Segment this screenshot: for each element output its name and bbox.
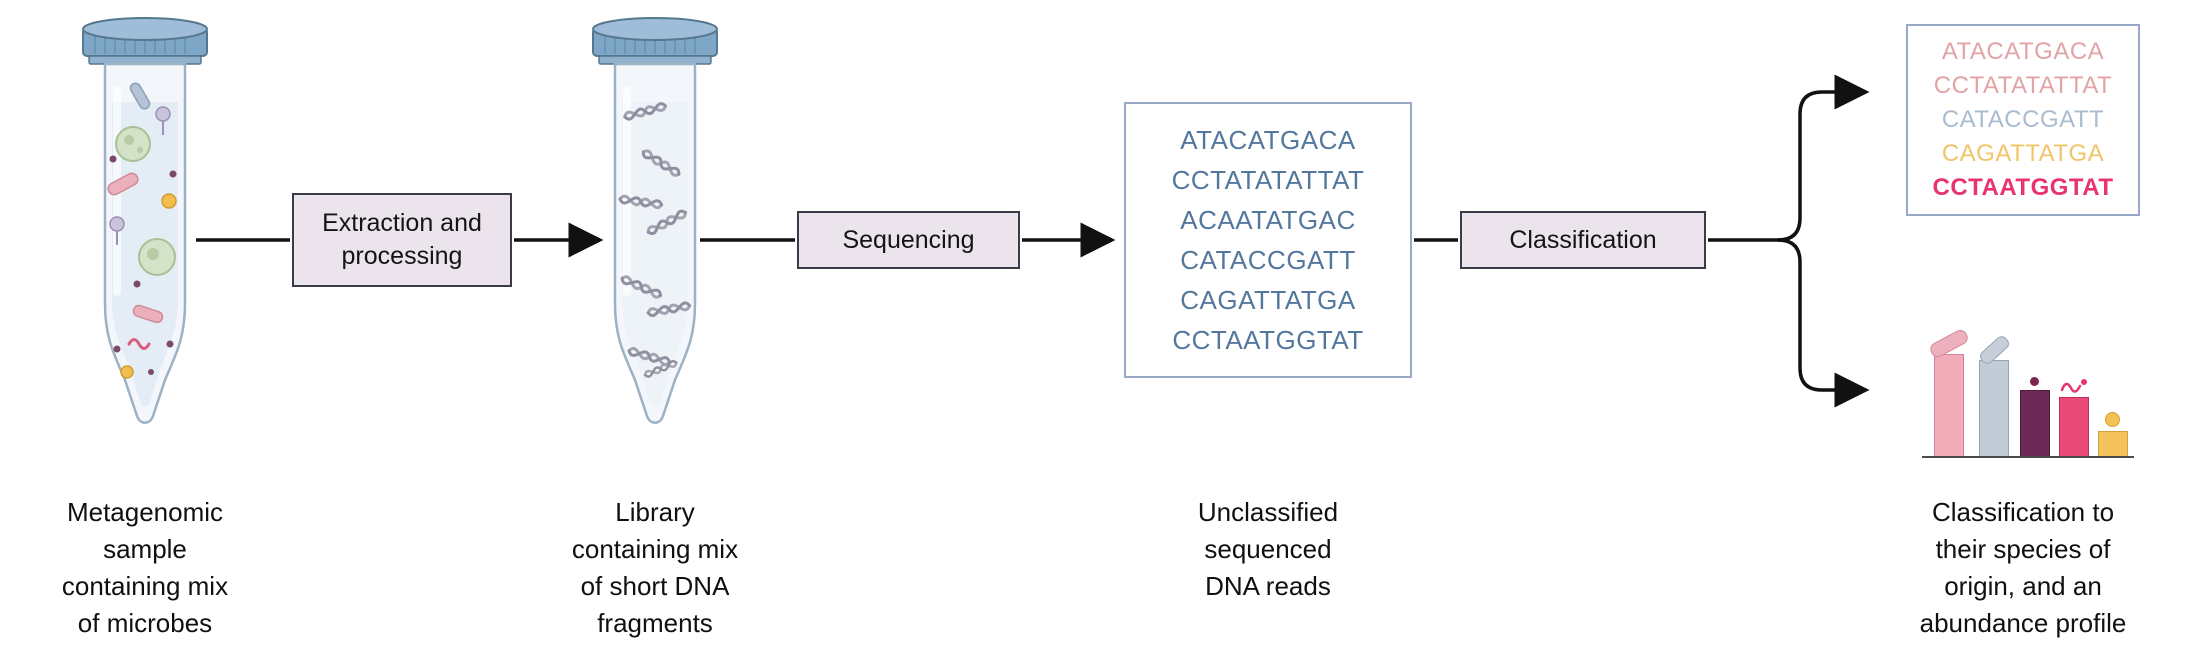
abundance-bar-group [1977,300,2011,458]
dna-read: CCTATATATTAT [1171,165,1365,195]
magenta-spiral-microbe-icon [2060,379,2087,393]
caption-classification-output: Classification to their species of origi… [1919,497,2127,638]
classified-dna-read: CATACCGATT [1941,106,2105,133]
arrow-branch-to-abundance-profile [1777,238,1870,408]
abundance-bar [1933,354,1964,458]
classified-reads-box: ATACATGACA CCTATATATTAT CATACCGATT CAGAT… [1906,24,2140,216]
yellow-dot-microbe-icon [2105,412,2120,427]
abundance-bar-group [2058,300,2089,458]
tube-cap-icon [592,17,718,65]
abundance-bar-group [1927,300,1970,458]
abundance-bar-group [2097,300,2128,458]
microbe-mix-illustration [107,82,177,379]
extraction-processing-box: Extraction and processing [292,193,512,287]
classified-dna-read: ATACATGACA [1941,38,2105,65]
glass-highlight [623,86,631,296]
classified-dna-read: CCTATATATTAT [1933,72,2113,99]
classified-dna-read: CCTAATGGTAT [1932,174,2114,201]
arrow-branch-to-classified-reads [1777,74,1870,242]
caption-metagenomic-sample: Metagenomic sample containing mix of mic… [61,497,229,638]
dna-read: CCTAATGGTAT [1172,325,1364,355]
chart-baseline [1922,456,2134,458]
sequencing-box: Sequencing [797,211,1020,269]
abundance-bar [1979,360,2009,458]
classified-dna-read: CAGATTATGA [1941,140,2105,167]
unclassified-reads-box: ATACATGACA CCTATATATTAT ACAATATGAC CATAC… [1124,102,1412,378]
abundance-bar-chart [1922,300,2134,458]
metagenomic-sample-tube-illustration [82,17,208,424]
caption-unclassified-reads: Unclassified sequenced DNA reads [1197,497,1339,601]
abundance-bar-group [2019,300,2050,458]
caption-library: Library containing mix of short DNA frag… [571,497,739,638]
abundance-bar [2097,431,2128,458]
tube-cap-icon [82,17,208,65]
sequencing-label: Sequencing [842,225,975,254]
classification-label: Classification [1509,225,1657,254]
extraction-processing-label: Extraction and processing [322,209,482,270]
dna-read: ATACATGACA [1180,125,1356,155]
dna-read: ACAATATGAC [1180,205,1356,235]
dna-library-tube-illustration [592,17,718,424]
dark-dot-microbe-icon [2030,377,2039,386]
dna-read: CATACCGATT [1180,245,1356,275]
classification-box: Classification [1460,211,1706,269]
abundance-bar [2058,397,2089,458]
dna-read: CAGATTATGA [1180,285,1356,315]
abundance-bar [2019,390,2050,458]
abundance-bars [1922,300,2134,458]
tube-liquid [622,102,688,407]
